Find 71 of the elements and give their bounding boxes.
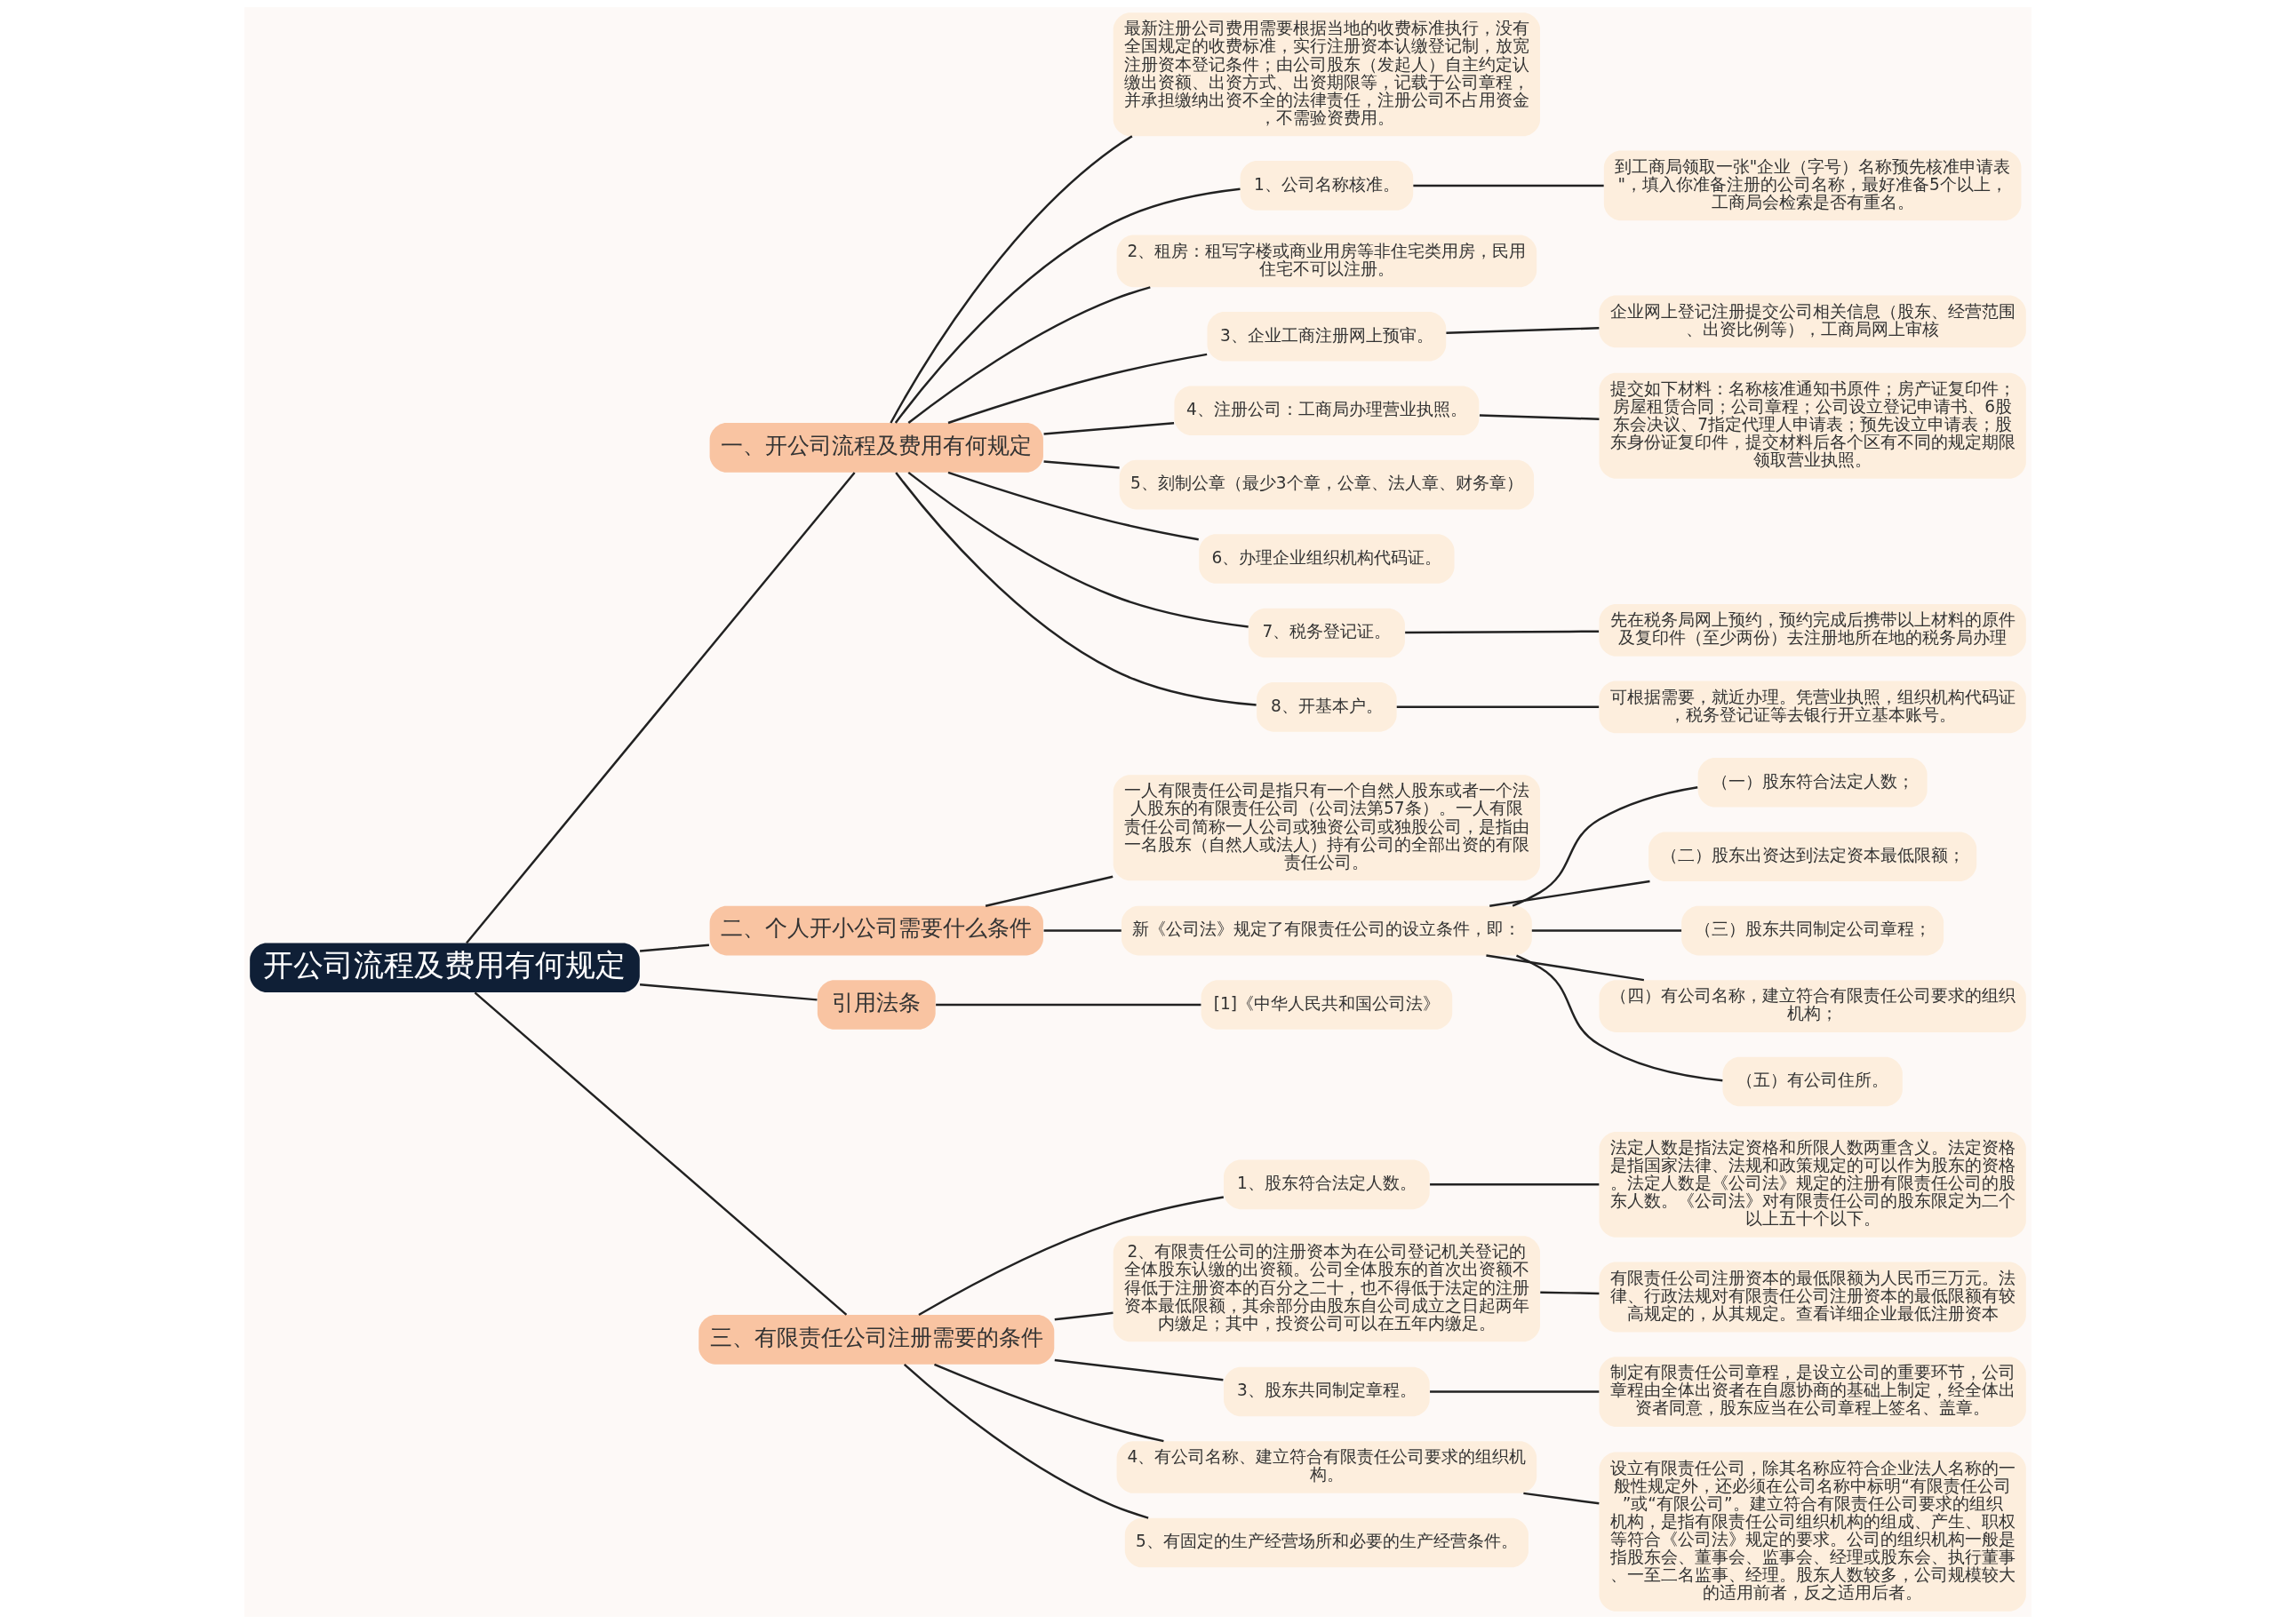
- node-box: 二、个人开小公司需要什么条件: [709, 905, 1043, 956]
- node-box: （五）有公司住所。: [1722, 1056, 1903, 1107]
- connector: [1429, 1390, 1599, 1393]
- connector: [1485, 954, 1644, 982]
- node-box: 5、刻制公章（最少3个章，公章、法人章、财务章）: [1119, 459, 1534, 510]
- node-box: 制定有限责任公司章程，是设立公司的重要环节，公司章程由全体出资者在自愿协商的基础上制定，经全体出资者同意，股东应当在公司章程上签名、盖章。: [1598, 1357, 2026, 1427]
- node-box: 引用法条: [817, 980, 936, 1030]
- connector: [1396, 705, 1599, 709]
- node-box: 8、开基本户。: [1256, 682, 1397, 732]
- node-box: 设立有限责任公司，除其名称应符合企业法人名称的一般性规定外，还必须在公司名称中标明“有限责任公司”或“有限公司”。建立符合有限责任公司要求的组织机构，是指有限责任公司组织机构的组成、产生、职权等符合《公司法》规定的要求。公司的组织机构一般是指股东会、董事会、监事会、经理或股东会、执行董事、一至二名监事、经理。股东人数较多，公司规模较大的适用前者，反之适用后者。: [1598, 1452, 2026, 1612]
- node-box: 先在税务局网上预约，预约完成后携带以上材料的原件及复印件（至少两份）去注册地所在地的税务局办理: [1598, 604, 2026, 657]
- node-box: 一人有限责任公司是指只有一个自然人股东或者一个法人股东的有限责任公司（公司法第57条）。一人有限责任公司简称一人公司或独资公司或独股公司，是指由一名股东（自然人或法人）持有公司的全部出资的有限责任公司。: [1113, 775, 1540, 881]
- node-box: 4、注册公司：工商局办理营业执照。: [1173, 386, 1479, 435]
- node-box: 最新注册公司费用需要根据当地的收费标准执行，没有全国规定的收费标准，实行注册资本认缴登记制，放宽注册资本登记条件；由公司股东（发起人）自主约定认缴出资额、出资方式、出资期限等，记载于公司章程，并承担缴纳出资不全的法律责任，注册公司不占用资金，不需验资费用。: [1113, 12, 1540, 137]
- node-box: 提交如下材料：名称核准通知书原件；房产证复印件；房屋租赁合同；公司章程；公司设立登记申请书、6股东会决议、7指定代理人申请表；预先设立申请表；股东身份证复印件，提交材料后各个区有不同的规定期限领取营业执照。: [1598, 372, 2026, 479]
- node-box: 3、企业工商注册网上预审。: [1207, 312, 1446, 362]
- connector: [1512, 785, 1697, 907]
- connector: [1522, 1492, 1600, 1505]
- node-box: 一、开公司流程及费用有何规定: [709, 423, 1043, 473]
- connector: [889, 135, 1133, 424]
- connector: [1054, 1311, 1114, 1321]
- node-box: （二）股东出资达到法定资本最低限额；: [1648, 832, 1976, 881]
- node-box: 有限责任公司注册资本的最低限额为人民币三万元。法律、行政法规对有限责任公司注册资本的最低限额有较高规定的，从其规定。查看详细企业最低注册资本: [1598, 1262, 2026, 1333]
- connector: [1429, 1183, 1599, 1186]
- connector: [1043, 929, 1122, 932]
- connector: [935, 1003, 1201, 1007]
- connector: [947, 353, 1207, 425]
- connector: [894, 187, 1241, 424]
- connector: [933, 1363, 1164, 1443]
- node-box: 企业网上登记注册提交公司相关信息（股东、经营范围、出资比例等），工商局网上审核: [1598, 295, 2026, 348]
- node-box: 7、税务登记证。: [1248, 608, 1405, 658]
- connector: [1515, 954, 1722, 1082]
- connector: [1412, 184, 1604, 187]
- node-box: 到工商局领取一张"企业（字号）名称预先核准申请表"，填入你准备注册的公司名称，最好准备5个以上，工商局会检索是否有重名。: [1603, 150, 2021, 221]
- connector: [907, 286, 1151, 424]
- node-box: 1、公司名称核准。: [1240, 161, 1413, 211]
- connector: [985, 875, 1113, 907]
- connector: [1043, 422, 1174, 435]
- node-box: 5、有固定的生产经营场所和必要的生产经营条件。: [1124, 1517, 1529, 1568]
- connector: [917, 1196, 1224, 1317]
- connector: [1043, 460, 1120, 469]
- connector: [903, 1363, 1148, 1519]
- node-box: 1、股东符合法定人数。: [1223, 1159, 1430, 1210]
- node-box: [1]《中华人民共和国公司法》: [1201, 980, 1452, 1030]
- connector: [1404, 630, 1599, 634]
- connector: [639, 943, 709, 952]
- node-box: 6、办理企业组织机构代码证。: [1198, 534, 1454, 584]
- connector: [1531, 929, 1681, 932]
- node-box: 3、股东共同制定章程。: [1223, 1366, 1430, 1417]
- connector: [1054, 1358, 1224, 1381]
- node-box: 可根据需要，就近办理。凭营业执照，组织机构代码证，税务登记证等去银行开立基本账号。: [1598, 681, 2026, 734]
- node-box: 2、租房：租写字楼或商业用房等非住宅类用房，民用住宅不可以注册。: [1116, 235, 1537, 288]
- node-box: （三）股东共同制定公司章程；: [1680, 905, 1944, 956]
- connector: [465, 472, 856, 944]
- node-box: （四）有公司名称，建立符合有限责任公司要求的组织机构；: [1598, 980, 2026, 1032]
- connector: [1539, 1291, 1599, 1295]
- node-box: （一）股东符合法定人数；: [1697, 758, 1928, 808]
- connector: [1445, 327, 1599, 334]
- connector: [474, 991, 847, 1316]
- node-box: 新《公司法》规定了有限责任公司的设立条件，即：: [1121, 905, 1532, 956]
- connector: [639, 983, 818, 1001]
- node-box: 法定人数是指法定资格和所限人数两重含义。法定资格是指国家法律、法规和政策规定的可以作为股东的资格。法定人数是《公司法》规定的注册有限责任公司的股东人数。《公司法》对有限责任公司的股东限定为二个以上五十个以下。: [1598, 1131, 2026, 1238]
- node-box: 开公司流程及费用有何规定: [249, 943, 640, 993]
- connector: [907, 471, 1249, 628]
- connector: [894, 472, 1257, 706]
- connector: [947, 471, 1199, 541]
- node-box: 4、有公司名称、建立符合有限责任公司要求的组织机构。: [1116, 1441, 1537, 1493]
- connector: [1489, 880, 1650, 907]
- node-box: 2、有限责任公司的注册资本为在公司登记机关登记的全体股东认缴的出资额。公司全体股东的首次出资额不得低于注册资本的百分之二十，也不得低于法定的注册资本最低限额，其余部分由股东自公司成立之日起两年内缴足；其中，投资公司可以在五年内缴足。: [1113, 1236, 1540, 1342]
- connector: [1479, 414, 1599, 420]
- node-box: 三、有限责任公司注册需要的条件: [698, 1315, 1054, 1365]
